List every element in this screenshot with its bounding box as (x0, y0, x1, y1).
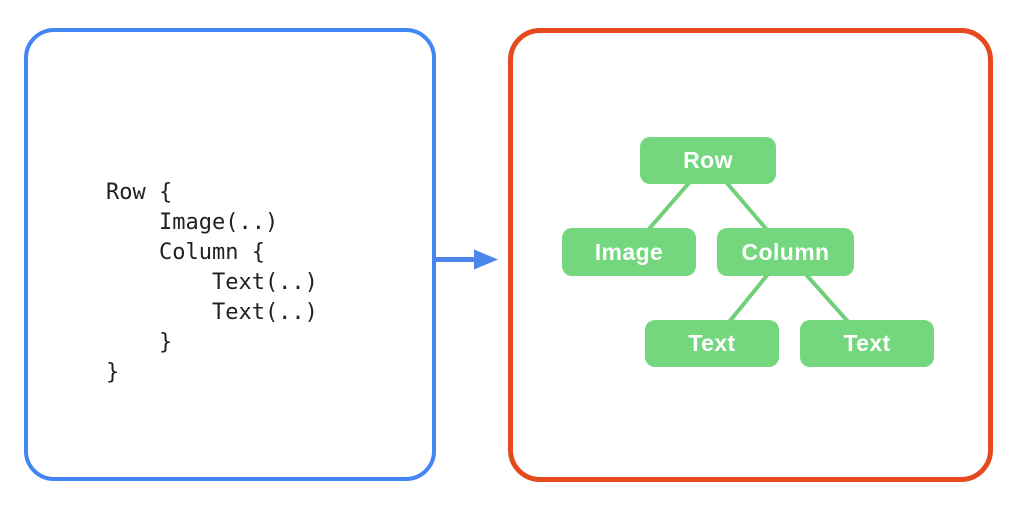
flow-arrow-icon (432, 249, 498, 270)
tree-node-text-right: Text (800, 320, 934, 367)
code-panel: Row { Image(..) Column { Text(..) Text(.… (24, 28, 436, 481)
tree-node-text-left: Text (645, 320, 779, 367)
code-snippet: Row { Image(..) Column { Text(..) Text(.… (106, 180, 318, 385)
tree-node-column: Column (717, 228, 854, 276)
tree-node-image: Image (562, 228, 696, 276)
tree-node-row: Row (640, 137, 776, 184)
